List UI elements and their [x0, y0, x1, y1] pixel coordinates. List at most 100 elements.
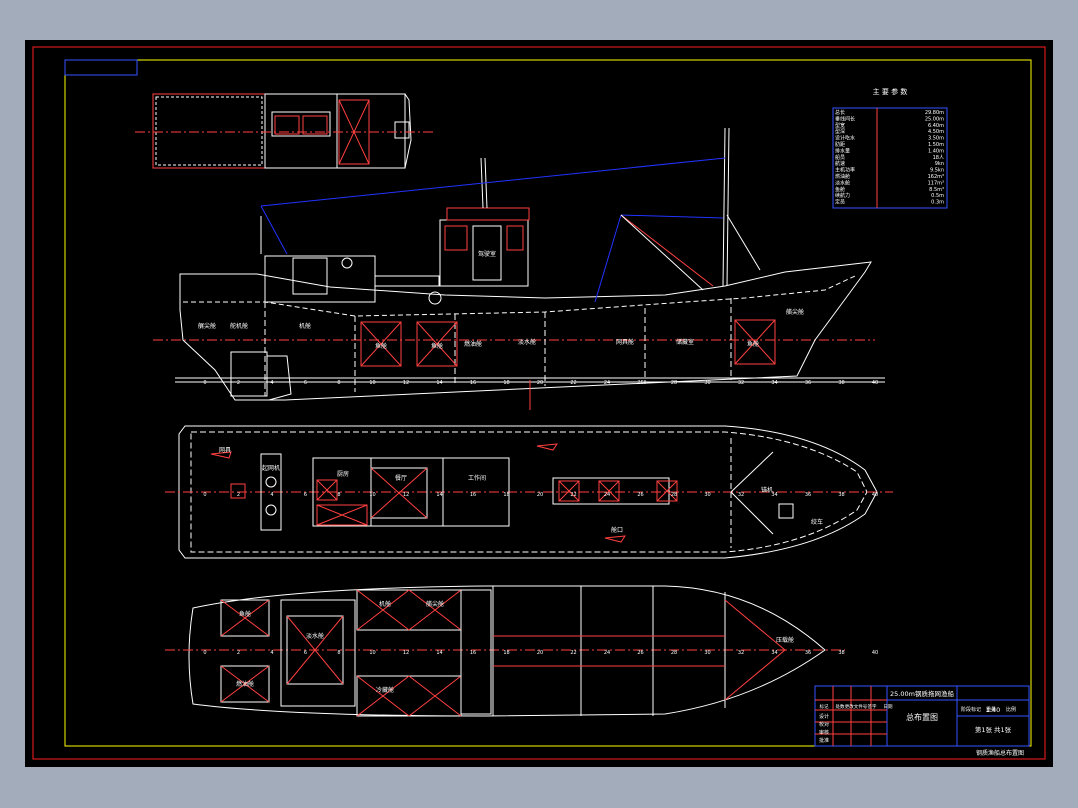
profile-view [153, 127, 885, 410]
deck-space-label: 绞车 [811, 518, 823, 526]
hold-space-label: 艏尖舱 [426, 600, 444, 608]
frame-number: 10 [369, 650, 375, 656]
frame-number: 22 [570, 380, 576, 386]
frame-number: 24 [604, 380, 610, 386]
project-name: 25.00m钢质拖网渔船 [890, 689, 954, 698]
frame-number: 34 [771, 492, 777, 498]
hold-space-label: 冷藏舱 [376, 686, 394, 694]
frame-number: 18 [503, 380, 509, 386]
frame-number: 10 [369, 380, 375, 386]
particular-value: 29.80m [925, 110, 944, 116]
frame-number: 4 [270, 650, 273, 656]
particular-value: 6.40m [928, 123, 944, 129]
profile-compartment-label: 艏尖舱 [786, 308, 804, 316]
title-sign-label: 日期 [884, 704, 893, 710]
hold-space-label: 淡水舱 [306, 632, 324, 640]
hold-space-label: 机舱 [379, 600, 391, 608]
frame-number: 18 [503, 492, 509, 498]
frame-number: 8 [337, 380, 340, 386]
particular-label: 航速 [835, 160, 845, 167]
frame-number: 12 [403, 650, 409, 656]
frame-number: 12 [403, 492, 409, 498]
profile-compartment-label: 机舱 [299, 322, 311, 330]
title-sign-label: 签字 [868, 703, 877, 710]
reference-box [64, 59, 138, 76]
frame-number: 40 [872, 650, 878, 656]
particular-label: 设计吃水 [835, 135, 855, 142]
particular-label: 淡水舱 [835, 179, 850, 186]
frame-number: 26 [637, 492, 643, 498]
frame-number: 32 [738, 380, 744, 386]
profile-compartment-label: 燃油舱 [464, 340, 482, 348]
deck-space-label: 网具 [219, 447, 231, 454]
particular-label: 燃油舱 [835, 173, 850, 180]
title-role-label: 批准 [819, 737, 829, 744]
particular-value: 1.40m [928, 148, 944, 154]
scale-value: 1:40 [986, 706, 1001, 714]
particular-value: 25.00m [925, 116, 944, 122]
frame-number: 14 [436, 492, 442, 498]
profile-compartment-label: 鱼舱 [375, 342, 387, 350]
frame-number: 14 [436, 380, 442, 386]
frame-number: 28 [671, 650, 677, 656]
frame-number: 6 [304, 650, 307, 656]
title-header-label: 比例 [1006, 706, 1016, 713]
particular-label: 垂线间长 [835, 115, 855, 122]
profile-compartment-label: 储藏室 [676, 338, 694, 346]
particular-value: 1.50m [928, 142, 944, 148]
frame-number: 8 [337, 492, 340, 498]
deckhouse-plan-view [135, 93, 433, 169]
frame-number: 2 [237, 650, 240, 656]
particular-label: 排水量 [835, 147, 850, 154]
particular-value: 0.5m [931, 193, 944, 199]
footer-label: 钢质渔船总布置图 [976, 749, 1024, 757]
title-role-label: 设计 [819, 713, 829, 720]
frame-number: 14 [436, 650, 442, 656]
particular-label: 型宽 [835, 122, 845, 129]
frame-number: 2 [237, 380, 240, 386]
particular-value: 8.5m³ [929, 187, 944, 193]
title-header-label: 重量 [986, 706, 996, 713]
particular-label: 船员 [835, 154, 845, 161]
deck-space-label: 厨房 [337, 470, 349, 478]
frame-number: 16 [470, 380, 476, 386]
profile-compartment-label: 网具舱 [616, 338, 634, 346]
outer-frame [32, 46, 1046, 760]
main-deck-plan [165, 425, 893, 559]
frame-number: 34 [771, 380, 777, 386]
frame-number: 10 [369, 492, 375, 498]
frame-number: 6 [304, 380, 307, 386]
title-block [814, 685, 1030, 747]
title-role-label: 校对 [819, 721, 829, 728]
profile-compartment-label: 淡水舱 [518, 338, 536, 346]
frame-number: 38 [838, 492, 844, 498]
frame-number: 26 [637, 650, 643, 656]
particular-value: 9.5kn [930, 168, 944, 174]
particular-value: 9kn [935, 161, 944, 167]
drawing-name: 总布置图 [906, 712, 938, 722]
frame-number: 38 [838, 380, 844, 386]
frame-number: 0 [203, 492, 206, 498]
hold-space-label: 鱼舱 [239, 610, 251, 618]
hold-space-label: 压载舱 [776, 636, 794, 644]
deck-space-label: 锚机 [761, 486, 773, 494]
frame-number: 26 [637, 380, 643, 386]
profile-compartment-label: 驾驶室 [478, 250, 496, 258]
frame-number: 32 [738, 650, 744, 656]
deck-space-label: 餐厅 [395, 474, 407, 482]
particular-value: 18人 [933, 155, 944, 161]
particular-value: 4.50m [928, 129, 944, 135]
particular-label: 肋距 [835, 141, 845, 148]
frame-number: 22 [570, 492, 576, 498]
border-frame [64, 59, 1032, 747]
particular-value: 162m³ [928, 174, 944, 180]
particular-value: 0.3m [931, 200, 944, 206]
particular-value: 3.50m [928, 136, 944, 142]
frame-number: 0 [203, 650, 206, 656]
title-role-label: 审核 [819, 729, 829, 736]
frame-number: 20 [537, 492, 543, 498]
frame-number: 24 [604, 650, 610, 656]
profile-compartment-label: 鱼舱 [431, 342, 443, 350]
hold-plan [165, 585, 845, 717]
